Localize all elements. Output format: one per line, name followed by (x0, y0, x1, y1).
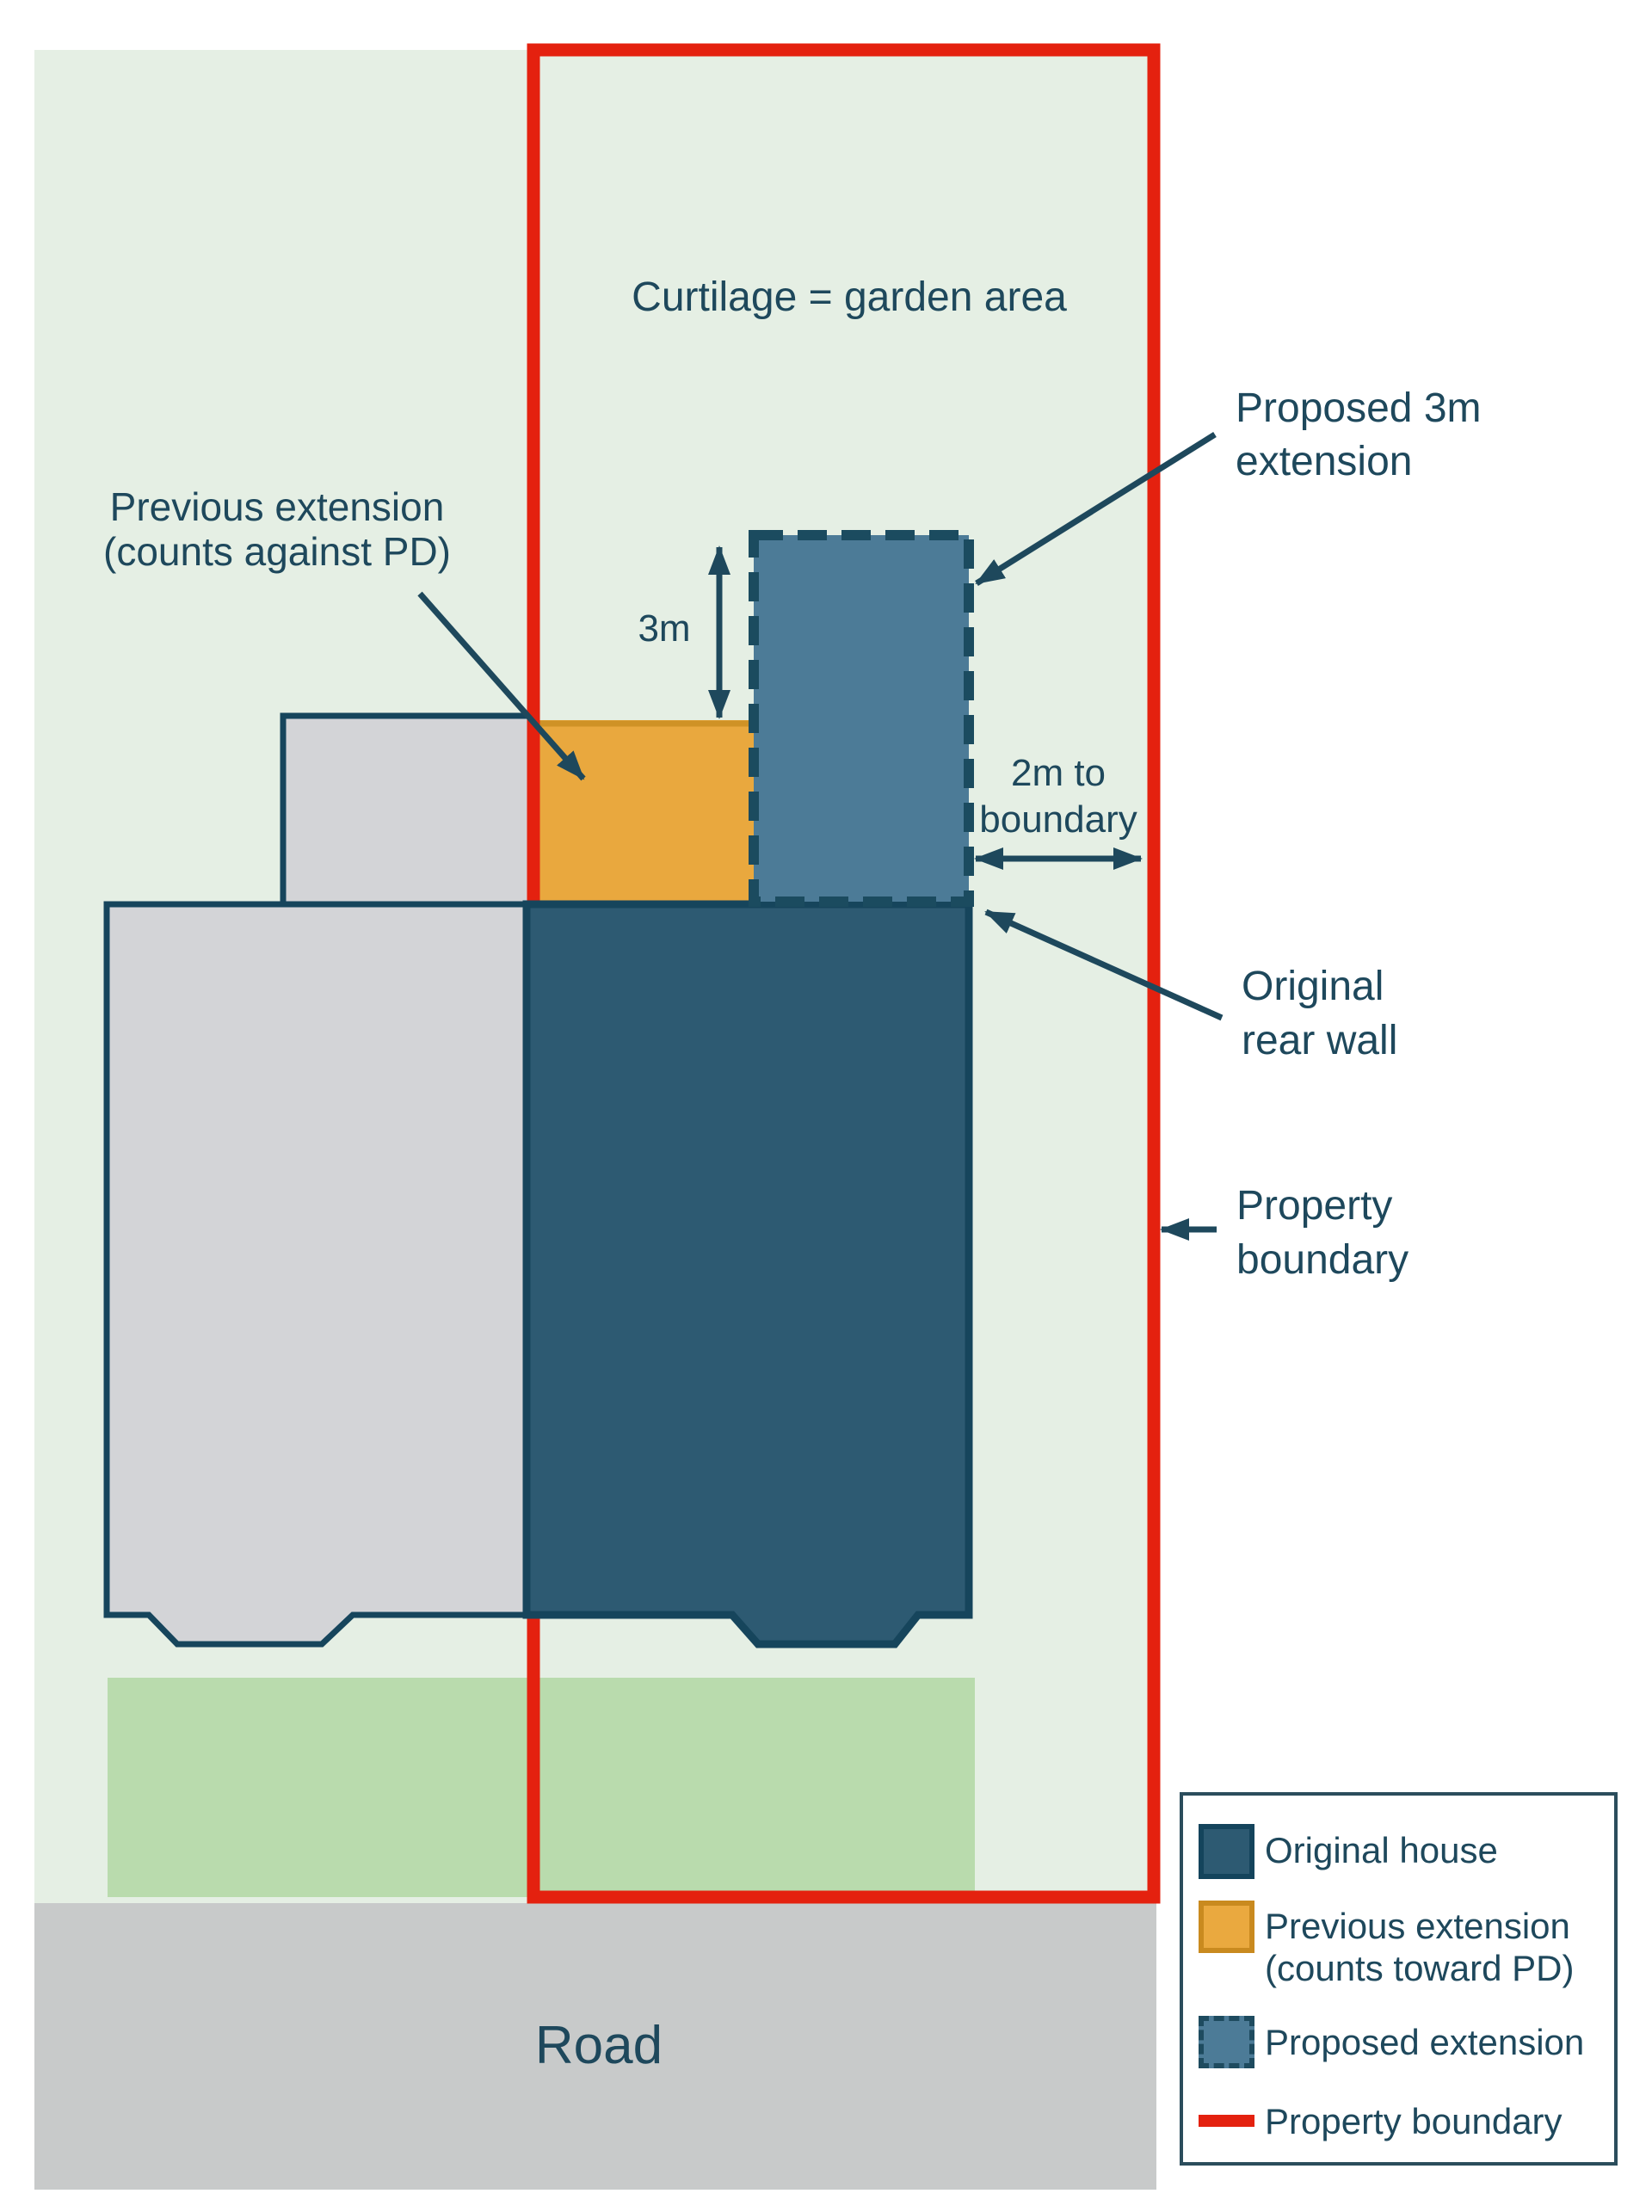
proposed-extension-label: Proposed 3m extension (1236, 382, 1482, 489)
legend: Original house Previous extension (count… (1180, 1792, 1618, 2166)
original-house (522, 900, 973, 1648)
original-rear-wall-label-line2: rear wall (1242, 1018, 1398, 1063)
neighbour-house-rear-projection (280, 712, 533, 910)
original-rear-wall-label-line1: Original (1242, 964, 1384, 1009)
proposed-extension-label-line1: Proposed 3m (1236, 385, 1482, 431)
legend-swatch-original-house (1199, 1824, 1254, 1879)
legend-label-original-house: Original house (1265, 1830, 1498, 1870)
curtilage-label: Curtilage = garden area (632, 274, 1067, 320)
road-label: Road (534, 2016, 663, 2075)
previous-extension (534, 720, 754, 902)
dimension-2m-label-line1: 2m to (1010, 752, 1106, 794)
dimension-2m-label: 2m to boundary (979, 750, 1137, 843)
road-surface (34, 1903, 1156, 2190)
previous-extension-label-line2: (counts against PD) (103, 529, 451, 574)
legend-label-previous-extension: Previous extension (counts toward PD) (1265, 1905, 1574, 1989)
proposed-extension-label-line2: extension (1236, 439, 1413, 484)
legend-swatch-previous-extension (1199, 1901, 1254, 1953)
property-boundary-label-line2: boundary (1236, 1237, 1409, 1283)
annotation-arrows (417, 432, 1224, 1241)
lawn-strip-right (539, 1678, 975, 1897)
previous-extension-arrow (417, 591, 586, 781)
original-rear-wall-label: Original rear wall (1242, 959, 1397, 1068)
dimension-2m-label-line2: boundary (979, 798, 1137, 841)
proposed-extension-arrow (975, 432, 1217, 586)
legend-label-previous-extension-line2: (counts toward PD) (1265, 1948, 1575, 1988)
legend-swatch-property-boundary (1199, 2115, 1254, 2127)
dimension-3m-label: 3m (638, 607, 691, 650)
legend-label-previous-extension-line1: Previous extension (1265, 1906, 1570, 1946)
previous-extension-label: Previous extension (counts against PD) (103, 484, 451, 574)
property-boundary-label: Property boundary (1236, 1179, 1409, 1287)
previous-extension-label-line1: Previous extension (109, 484, 445, 529)
legend-label-property-boundary: Property boundary (1265, 2101, 1563, 2141)
property-boundary-label-line1: Property (1236, 1183, 1393, 1229)
proposed-extension (749, 530, 974, 907)
property-boundary-outline (527, 43, 1161, 1904)
neighbour-house (103, 901, 530, 1648)
legend-label-proposed-extension: Proposed extension (1265, 2022, 1585, 2062)
lawn-strip-left (108, 1678, 530, 1897)
legend-swatch-proposed-extension (1199, 2016, 1254, 2068)
rear-wall-arrow (984, 909, 1224, 1021)
